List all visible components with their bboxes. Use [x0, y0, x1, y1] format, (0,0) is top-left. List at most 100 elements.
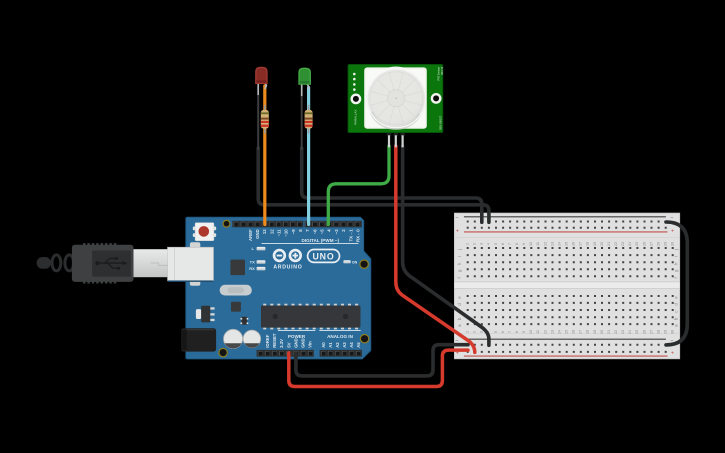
svg-text:6: 6	[500, 331, 505, 333]
svg-text:RESET: RESET	[272, 333, 277, 348]
svg-text:22: 22	[613, 330, 618, 334]
svg-text:j: j	[673, 249, 678, 251]
svg-text:b: b	[457, 317, 462, 320]
svg-text:11: 11	[535, 330, 540, 334]
svg-text:−: −	[670, 338, 673, 344]
svg-text:DIGITAL (PWM ~): DIGITAL (PWM ~)	[302, 238, 340, 243]
svg-text:16: 16	[571, 330, 576, 334]
svg-text:21: 21	[606, 330, 611, 334]
svg-text:9: 9	[521, 331, 526, 333]
svg-text:10: 10	[528, 329, 533, 334]
svg-text:A5: A5	[356, 342, 361, 348]
svg-text:26: 26	[641, 330, 646, 334]
svg-text:i: i	[457, 256, 462, 257]
svg-text:f: f	[457, 277, 462, 279]
svg-text:20: 20	[599, 329, 604, 334]
svg-text:TX: TX	[250, 260, 255, 265]
svg-text:e: e	[457, 296, 462, 299]
svg-text:26: 26	[641, 242, 646, 246]
svg-text:14: 14	[556, 329, 561, 334]
svg-text:7: 7	[507, 331, 512, 333]
svg-text:2: 2	[472, 243, 477, 245]
svg-text:17: 17	[578, 242, 583, 246]
svg-text:5V: 5V	[286, 342, 291, 347]
svg-text:30: 30	[670, 241, 675, 246]
svg-text:27: 27	[648, 330, 653, 334]
svg-text:d: d	[457, 303, 462, 306]
svg-text:20: 20	[599, 241, 604, 246]
svg-text:27: 27	[648, 242, 653, 246]
svg-text:A4: A4	[349, 342, 354, 348]
svg-text:PARALLAX: PARALLAX	[353, 110, 357, 125]
svg-text:8: 8	[514, 243, 519, 245]
svg-text:24: 24	[627, 329, 632, 334]
svg-text:UNO: UNO	[313, 251, 335, 261]
svg-text:AREF: AREF	[248, 229, 253, 241]
svg-text:h: h	[457, 262, 462, 265]
svg-text:i: i	[673, 256, 678, 257]
svg-text:ANALOG IN: ANALOG IN	[327, 334, 353, 339]
svg-text:25: 25	[634, 330, 639, 334]
svg-text:12: 12	[542, 242, 547, 246]
svg-text:GND: GND	[293, 338, 298, 348]
svg-text:28: 28	[655, 242, 660, 246]
svg-text:~5: ~5	[320, 229, 325, 235]
svg-text:2: 2	[341, 229, 346, 232]
svg-text:29: 29	[663, 242, 668, 246]
svg-text:5: 5	[493, 243, 498, 245]
svg-text:TX→1: TX→1	[348, 229, 353, 242]
svg-text:PIR Sensor: PIR Sensor	[437, 67, 441, 81]
svg-text:12: 12	[542, 330, 547, 334]
svg-text:23: 23	[620, 242, 625, 246]
svg-text:~3: ~3	[334, 229, 339, 235]
svg-text:ARDUINO: ARDUINO	[273, 264, 302, 270]
svg-text:555-28027: 555-28027	[439, 115, 443, 130]
svg-text:1: 1	[465, 331, 470, 333]
svg-text:29: 29	[663, 330, 668, 334]
svg-text:1: 1	[465, 243, 470, 245]
svg-text:A3: A3	[342, 342, 347, 348]
svg-text:b: b	[673, 317, 678, 320]
svg-text:18: 18	[585, 242, 590, 246]
svg-text:IOREF: IOREF	[265, 334, 270, 348]
svg-text:22: 22	[613, 242, 618, 246]
svg-text:24: 24	[627, 241, 632, 246]
svg-text:+: +	[456, 229, 459, 235]
svg-text:a: a	[673, 324, 678, 327]
svg-text:j: j	[457, 249, 462, 251]
svg-text:3: 3	[479, 243, 484, 245]
svg-text:3.3V: 3.3V	[279, 339, 284, 348]
svg-text:28: 28	[655, 330, 660, 334]
svg-text:−: −	[670, 215, 673, 221]
svg-text:25: 25	[634, 242, 639, 246]
svg-text:16: 16	[571, 242, 576, 246]
svg-text:~6: ~6	[312, 229, 317, 235]
svg-text:f: f	[673, 277, 678, 279]
svg-text:RX←0: RX←0	[356, 229, 361, 242]
svg-text:+: +	[456, 351, 459, 357]
svg-text:d: d	[673, 303, 678, 306]
svg-text:g: g	[457, 269, 462, 272]
svg-text:4: 4	[327, 229, 332, 232]
svg-text:30: 30	[670, 329, 675, 334]
svg-text:14: 14	[556, 241, 561, 246]
svg-text:13: 13	[549, 242, 554, 246]
svg-text:REV B: REV B	[440, 67, 444, 75]
svg-text:3: 3	[479, 331, 484, 333]
svg-text:+: +	[671, 351, 674, 357]
svg-text:21: 21	[606, 242, 611, 246]
svg-text:12: 12	[269, 229, 274, 234]
svg-text:15: 15	[564, 242, 569, 246]
svg-text:13: 13	[262, 229, 267, 234]
svg-text:ON: ON	[352, 261, 358, 265]
svg-text:POWER: POWER	[288, 334, 306, 339]
svg-text:17: 17	[578, 330, 583, 334]
svg-text:−: −	[455, 215, 458, 221]
svg-text:e: e	[673, 296, 678, 299]
svg-text:~11: ~11	[277, 229, 282, 237]
svg-text:7: 7	[507, 243, 512, 245]
svg-text:A2: A2	[335, 342, 340, 348]
svg-text:13: 13	[549, 330, 554, 334]
svg-text:~10: ~10	[284, 229, 289, 237]
svg-text:5: 5	[493, 331, 498, 333]
